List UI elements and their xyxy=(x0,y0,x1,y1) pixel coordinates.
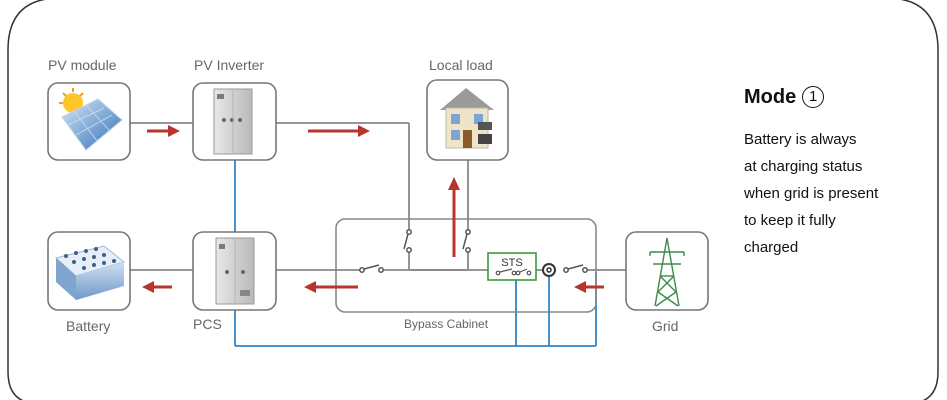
battery-bank-icon xyxy=(54,245,126,300)
pcs-cabinet-icon xyxy=(215,237,255,305)
mode-description-line: at charging status xyxy=(744,158,863,175)
arrow-pv-to-inverter xyxy=(147,125,180,137)
mode-description-line: charged xyxy=(744,239,799,256)
pv-module-label: PV module xyxy=(48,57,117,73)
mode-number-badge: 1 xyxy=(802,86,825,108)
arrow-up-to-load xyxy=(448,177,460,257)
mode-description-line: Battery is always xyxy=(744,131,857,148)
bypass-cabinet-label: Bypass Cabinet xyxy=(404,317,489,331)
pv-module-tile xyxy=(47,82,131,161)
transmission-tower-icon xyxy=(649,237,685,307)
mode-title-text: Mode xyxy=(744,86,797,108)
arrow-grid-in xyxy=(574,281,604,293)
mode-description-line: to keep it fully xyxy=(744,212,836,229)
grid-tile xyxy=(625,231,709,311)
battery-label: Battery xyxy=(66,318,111,334)
mode-description: Battery is always at charging status whe… xyxy=(744,126,878,261)
pv-inverter-label: PV Inverter xyxy=(194,57,265,73)
sts-switch-symbol xyxy=(495,268,532,276)
pcs-tile xyxy=(192,231,277,311)
arrow-pcs-to-battery xyxy=(142,281,172,293)
arrow-inverter-to-load xyxy=(308,125,370,137)
local-load-label: Local load xyxy=(429,57,493,73)
arrow-cabinet-to-pcs xyxy=(304,281,358,293)
switch-symbols xyxy=(359,229,588,273)
local-load-tile xyxy=(426,79,509,161)
house-icon xyxy=(440,88,494,149)
pcs-label: PCS xyxy=(193,316,222,332)
battery-tile xyxy=(47,231,131,311)
flow-arrows xyxy=(142,125,604,293)
current-sensor-icon xyxy=(542,263,556,277)
sts-box xyxy=(487,252,537,281)
outer-frame xyxy=(7,0,939,400)
dc-wiring xyxy=(234,160,597,347)
mode-description-line: when grid is present xyxy=(744,185,879,202)
pv-inverter-tile xyxy=(192,82,277,161)
bypass-cabinet-box xyxy=(335,218,597,313)
inverter-cabinet-icon xyxy=(213,88,253,155)
solar-panel-icon xyxy=(59,88,123,151)
sts-label: STS xyxy=(501,257,522,269)
grid-label: Grid xyxy=(652,318,679,334)
